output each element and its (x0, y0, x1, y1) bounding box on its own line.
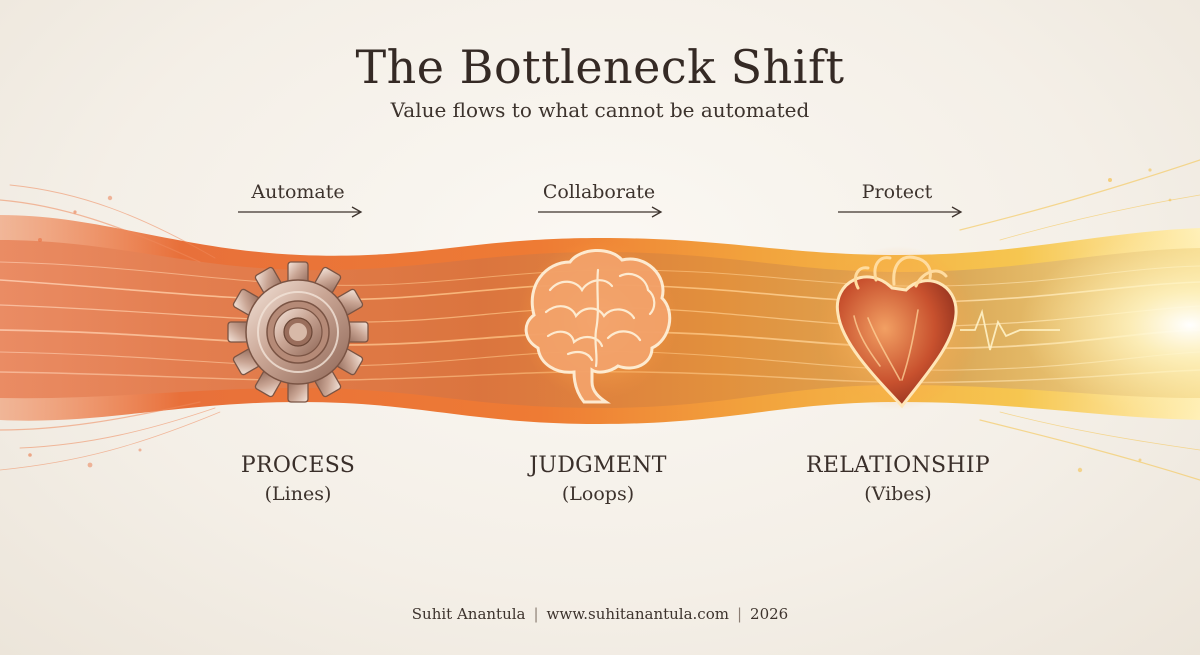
right-wisps (959, 159, 1200, 481)
verb-protect: Protect (861, 181, 933, 203)
verb-arrows (238, 206, 963, 218)
arrow-automate (238, 206, 363, 218)
footer-year: 2026 (750, 605, 789, 623)
arrow-collaborate (538, 206, 663, 218)
footer-website: www.suhitanantula.com (546, 605, 729, 623)
arrow-protect (838, 206, 963, 218)
left-wisps (0, 184, 221, 471)
stage-label-process: PROCESS (240, 453, 356, 478)
footer: Suhit Anantula | www.suhitanantula.com | 202… (0, 605, 1200, 623)
brain-icon (518, 240, 678, 404)
verb-automate: Automate (251, 181, 345, 203)
particles (28, 168, 1172, 473)
page-title: The Bottleneck Shift (355, 40, 845, 94)
stage-sub-process: (Lines) (264, 483, 332, 505)
heart-icon (816, 246, 980, 410)
footer-separator: | (533, 605, 539, 623)
page-subtitle: Value flows to what cannot be automated (390, 98, 810, 122)
footer-author: Suhit Anantula (411, 605, 526, 623)
gear-icon (227, 261, 369, 403)
pulse-line (960, 308, 1060, 351)
stage-label-relationship: RELATIONSHIP (806, 453, 990, 478)
stage-sub-judgment: (Loops) (561, 483, 635, 505)
stage-label-judgment: JUDGMENT (529, 453, 667, 478)
right-glow (1020, 230, 1200, 420)
footer-separator: | (736, 605, 743, 623)
stage-sub-relationship: (Vibes) (864, 483, 932, 505)
verb-collaborate: Collaborate (542, 181, 656, 203)
